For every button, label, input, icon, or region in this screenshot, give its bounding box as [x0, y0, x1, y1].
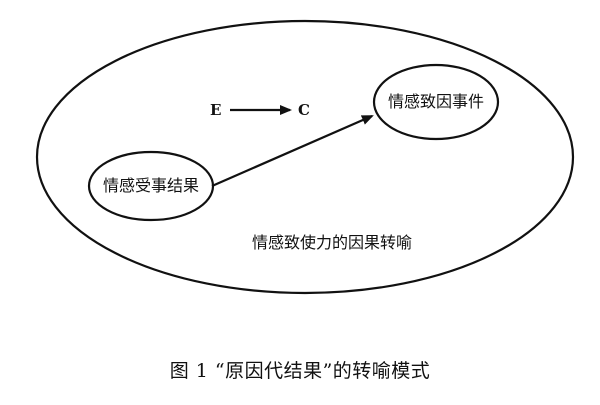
- cause-letter: C: [298, 101, 310, 119]
- source-node-label: 情感受事结果: [102, 176, 199, 195]
- target-node-ellipse: [372, 63, 500, 141]
- outer-domain-label: 情感致使力的因果转喻: [252, 233, 413, 252]
- effect-letter: E: [210, 101, 222, 119]
- outer-domain-ellipse: [35, 19, 575, 295]
- target-node-label: 情感致因事件: [387, 92, 484, 111]
- figure-caption: 图 1 “原因代结果”的转喻模式: [169, 360, 431, 382]
- source-to-target-arrow: [211, 114, 374, 188]
